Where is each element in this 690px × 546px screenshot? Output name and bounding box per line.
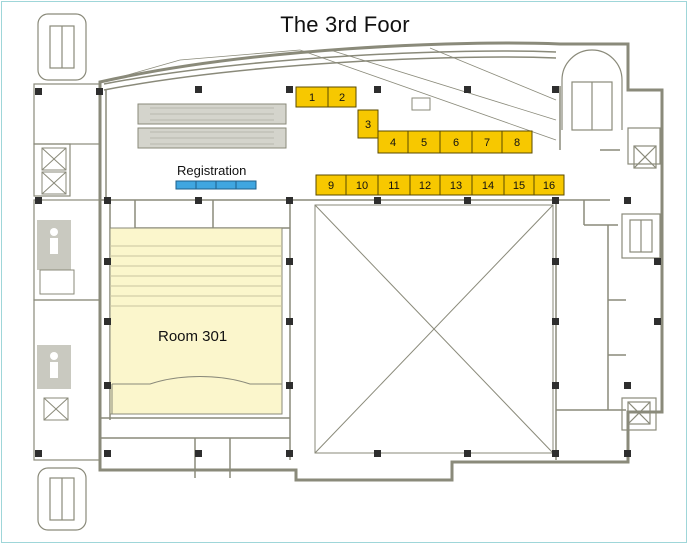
booth-16 — [533, 174, 565, 196]
building-walls — [98, 41, 664, 482]
registration-label: Registration — [177, 163, 247, 178]
left-stairs — [33, 13, 101, 531]
booth-number-13: 13 — [450, 180, 462, 192]
restroom-icons — [37, 220, 71, 389]
booth-number-15: 15 — [513, 180, 525, 192]
booth-number-2: 2 — [339, 92, 345, 104]
display-stand — [411, 97, 431, 111]
booth-number-14: 14 — [482, 180, 494, 192]
booth-number-12: 12 — [419, 180, 431, 192]
booth-number-11: 11 — [388, 180, 399, 192]
main-hall — [314, 204, 554, 454]
booth-2 — [327, 86, 357, 108]
booth-number-8: 8 — [514, 137, 520, 149]
registration-desk — [175, 180, 257, 190]
booth-number-7: 7 — [484, 137, 490, 149]
booth-number-16: 16 — [543, 180, 555, 192]
booth-number-5: 5 — [421, 137, 427, 149]
booth-number-9: 9 — [328, 180, 334, 192]
roof-lines — [109, 47, 557, 141]
booth-number-6: 6 — [453, 137, 459, 149]
escalators — [137, 103, 287, 149]
left-elevators — [39, 147, 75, 421]
booth-number-10: 10 — [356, 180, 368, 192]
booth-3 — [357, 109, 379, 139]
booth-number-4: 4 — [390, 137, 396, 149]
booth-number-1: 1 — [309, 92, 315, 104]
room-301-label: Room 301 — [158, 328, 228, 345]
room-301 — [109, 227, 283, 415]
columns — [35, 86, 661, 457]
right-stairs — [561, 49, 661, 431]
map-title: The 3rd Foor — [280, 12, 410, 37]
booth-8 — [501, 130, 533, 154]
booth-number-3: 3 — [365, 119, 371, 131]
